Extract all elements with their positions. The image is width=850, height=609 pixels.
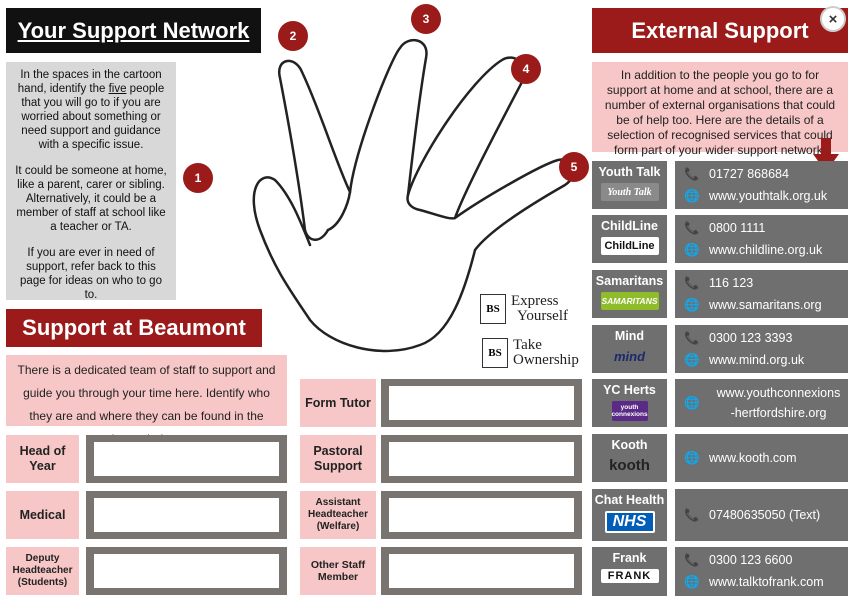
service-yc-herts: YC Herts youth connexions [592, 379, 667, 427]
phone-icon: 📞 [684, 220, 700, 235]
service-childline: ChildLine ChildLine [592, 215, 667, 263]
website-link[interactable]: www.childline.org.uk [709, 243, 823, 257]
phone-icon: 📞 [684, 507, 700, 522]
brand-text: Take [513, 337, 542, 353]
frank-logo-icon: FRANK [600, 569, 659, 583]
label-other-staff: Other Staff Member [300, 547, 376, 595]
label-medical: Medical [6, 491, 79, 539]
globe-icon: 🌐 [684, 574, 700, 589]
globe-icon: 🌐 [684, 242, 700, 257]
service-kooth: Kooth kooth [592, 434, 667, 482]
service-name: ChildLine [601, 219, 658, 233]
phone-number[interactable]: 0800 1111 [709, 221, 766, 235]
phone-icon: 📞 [684, 552, 700, 567]
service-youth-talk: Youth Talk Youth Talk [592, 161, 667, 209]
service-name: Samaritans [595, 274, 664, 288]
service-name: YC Herts [603, 383, 656, 397]
bs-logo-icon: BS [480, 294, 506, 324]
phone-icon: 📞 [684, 275, 700, 290]
label-pastoral-support: Pastoral Support [300, 435, 376, 483]
close-button[interactable]: × [820, 6, 846, 32]
phone-number[interactable]: 0300 123 3393 [709, 331, 793, 345]
globe-icon: 🌐 [684, 297, 700, 312]
phone-number[interactable]: 116 123 [709, 276, 754, 290]
phone-number[interactable]: 01727 868684 [709, 167, 789, 181]
service-kooth-details: 🌐 www.kooth.com [675, 434, 848, 482]
label-assistant-headteacher: Assistant Headteacher (Welfare) [300, 491, 376, 539]
form-tutor-box[interactable] [381, 379, 582, 427]
phone-number[interactable]: 07480635050 (Text) [709, 508, 821, 522]
pastoral-support-box[interactable] [381, 435, 582, 483]
cartoon-hand [252, 38, 576, 353]
service-name: Chat Health [594, 493, 665, 507]
other-staff-box[interactable] [381, 547, 582, 595]
childline-logo-icon: ChildLine [600, 237, 659, 255]
label-deputy-headteacher: Deputy Headteacher (Students) [6, 547, 79, 595]
service-name: Mind [614, 329, 645, 343]
globe-icon: 🌐 [684, 352, 700, 367]
phone-icon: 📞 [684, 330, 700, 345]
hand-number-2: 2 [278, 21, 308, 51]
instructions-paragraph-2: It could be someone at home, like a pare… [15, 165, 167, 233]
service-yc-herts-details: 🌐 www.youthconnexions -hertfordshire.org [675, 379, 848, 427]
phone-number[interactable]: 0300 123 6600 [709, 553, 793, 567]
website-link[interactable]: www.kooth.com [709, 451, 797, 465]
yc-herts-logo-icon: youth connexions [611, 401, 648, 421]
website-link[interactable]: www.youthtalk.org.uk [709, 189, 828, 203]
instructions-paragraph-3: If you are ever in need of support, refe… [20, 247, 162, 301]
hand-number-4: 4 [511, 54, 541, 84]
nhs-logo-icon: NHS [604, 511, 655, 533]
mind-logo-icon: mind [613, 348, 646, 364]
service-chat-health: Chat Health NHS [592, 489, 667, 541]
service-mind-details: 📞 0300 123 3393 🌐 www.mind.org.uk [675, 325, 848, 373]
website-link[interactable]: www.youthconnexions [716, 386, 841, 400]
deputy-headteacher-box[interactable] [86, 547, 287, 595]
service-frank: Frank FRANK [592, 547, 667, 596]
service-name: Kooth [611, 438, 648, 452]
hand-number-5: 5 [559, 152, 589, 182]
website-link[interactable]: -hertfordshire.org [730, 406, 827, 420]
label-form-tutor: Form Tutor [300, 379, 376, 427]
service-frank-details: 📞 0300 123 6600 🌐 www.talktofrank.com [675, 547, 848, 596]
brand-text: Ownership [513, 352, 579, 368]
phone-icon: 📞 [684, 166, 700, 181]
globe-icon: 🌐 [684, 188, 700, 203]
hand-number-3: 3 [411, 4, 441, 34]
globe-icon: 🌐 [684, 395, 700, 410]
bs-logo-icon: BS [482, 338, 508, 368]
globe-icon: 🌐 [684, 450, 700, 465]
your-support-network-title: Your Support Network [6, 8, 261, 53]
head-of-year-box[interactable] [86, 435, 287, 483]
website-link[interactable]: www.mind.org.uk [709, 353, 805, 367]
label-head-of-year: Head of Year [6, 435, 79, 483]
medical-box[interactable] [86, 491, 287, 539]
service-name: Frank [612, 551, 647, 565]
website-link[interactable]: www.samaritans.org [709, 298, 822, 312]
service-samaritans-details: 📞 116 123 🌐 www.samaritans.org [675, 270, 848, 318]
instructions-panel: In the spaces in the cartoon hand, ident… [6, 62, 176, 301]
brand-text: Yourself [517, 308, 568, 324]
external-support-title: External Support [592, 8, 848, 53]
samaritans-logo-icon: SAMARITANS [600, 292, 659, 310]
external-description: In addition to the people you go to for … [592, 62, 848, 157]
assistant-headteacher-box[interactable] [381, 491, 582, 539]
brand-text: Express [511, 293, 559, 309]
website-link[interactable]: www.talktofrank.com [709, 575, 824, 589]
instructions-paragraph-1: In the spaces in the cartoon hand, ident… [17, 69, 165, 151]
support-at-beaumont-title: Support at Beaumont [6, 309, 262, 347]
service-chat-health-details: 📞 07480635050 (Text) [675, 489, 848, 541]
youth-talk-logo-icon: Youth Talk [600, 183, 659, 201]
hand-number-1: 1 [183, 163, 213, 193]
beaumont-description: There is a dedicated team of staff to su… [6, 355, 287, 446]
service-mind: Mind mind [592, 325, 667, 373]
service-name: Youth Talk [598, 165, 661, 179]
service-childline-details: 📞 0800 1111 🌐 www.childline.org.uk [675, 215, 848, 263]
service-youth-talk-details: 📞 01727 868684 🌐 www.youthtalk.org.uk [675, 161, 848, 209]
service-samaritans: Samaritans SAMARITANS [592, 270, 667, 318]
kooth-logo-icon: kooth [609, 456, 650, 474]
